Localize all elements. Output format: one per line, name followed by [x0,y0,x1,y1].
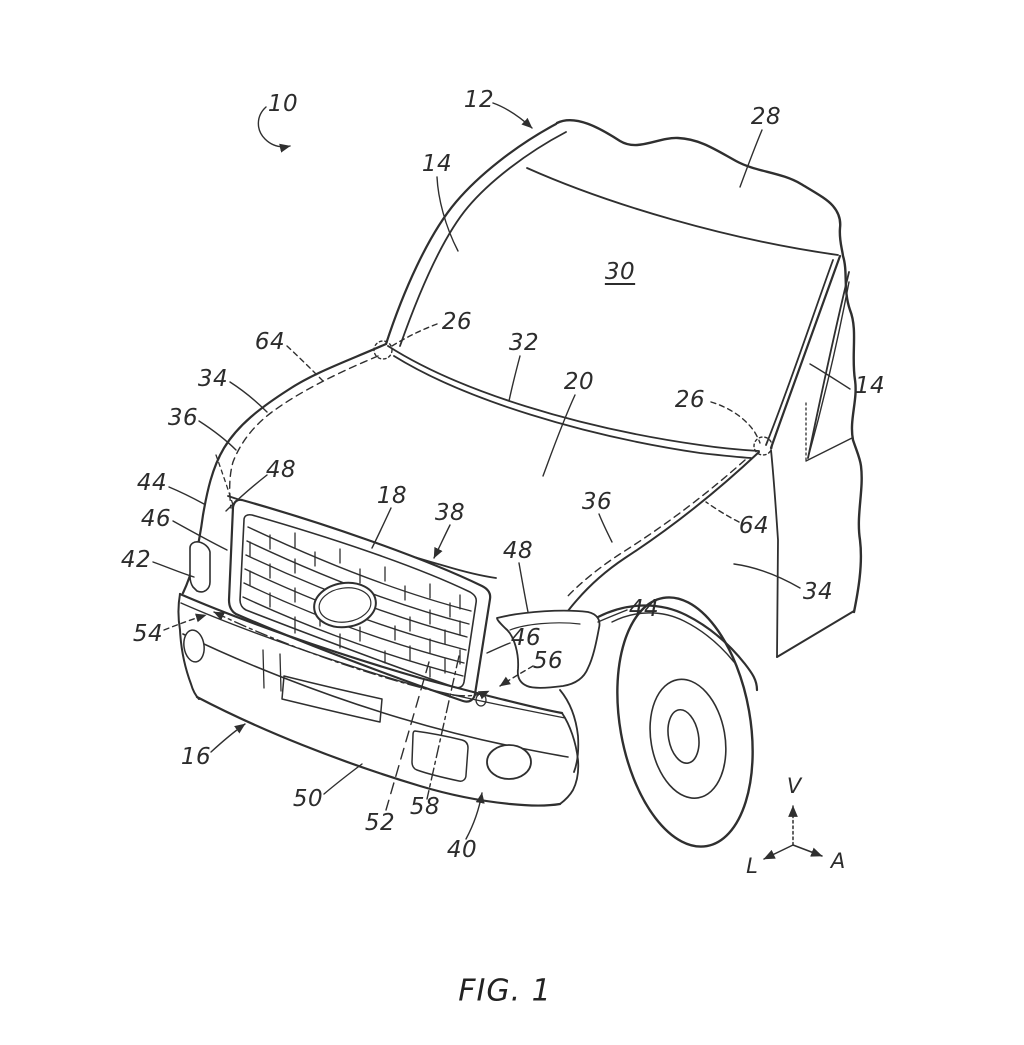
axis-label-vertical: V [786,774,802,798]
ref-label-46: 46 [140,506,172,532]
ref-label-46: 46 [510,625,542,651]
fog-lamp [486,744,532,780]
left-headlight [189,541,211,593]
ref-label-28: 28 [750,104,782,130]
windshield-cowl [387,345,760,459]
ref-label-36: 36 [167,405,199,431]
ref-label-54: 54 [132,621,164,647]
section-line [213,611,490,707]
ref-label-34: 34 [802,579,834,605]
ref-label-26: 26 [441,309,473,335]
axis-triad [763,805,823,860]
ref-label-42: 42 [120,547,152,573]
ref-label-38: 38 [434,500,466,526]
ref-label-48: 48 [502,538,534,564]
section-traces [385,655,460,811]
right-headlight [496,609,601,689]
ref-label-40: 40 [446,837,478,863]
wheel-arch [559,604,759,773]
cab-roof-outline [384,118,863,658]
patch-circles [373,340,773,456]
figure-caption: FIG. 1 [458,973,552,1009]
ref-label-14: 14 [854,373,886,399]
ref-label-20: 20 [563,369,595,395]
ref-label-58: 58 [409,794,441,820]
ref-label-64: 64 [254,329,286,355]
ref-label-44: 44 [628,596,660,622]
ref-label-64: 64 [738,513,770,539]
ref-label-30: 30 [604,259,636,285]
axis-label-lateral: L [746,854,758,878]
ref-label-10: 10 [267,91,299,117]
ref-label-50: 50 [292,786,324,812]
ref-label-14: 14 [421,151,453,177]
ref-label-56: 56 [532,648,564,674]
ref-label-18: 18 [376,483,408,509]
ref-label-36: 36 [581,489,613,515]
leader-lines [152,102,851,840]
front-wheel [616,596,754,848]
left-signal-lamp [183,629,205,663]
ref-label-44: 44 [136,470,168,496]
ref-label-34: 34 [197,366,229,392]
ref-label-48: 48 [265,457,297,483]
ref-label-16: 16 [180,744,212,770]
ref-label-12: 12 [463,87,495,113]
axis-label-longitudinal: A [830,849,846,873]
ref-label-32: 32 [508,330,540,356]
ref-label-26: 26 [674,387,706,413]
ref-label-52: 52 [364,810,396,836]
